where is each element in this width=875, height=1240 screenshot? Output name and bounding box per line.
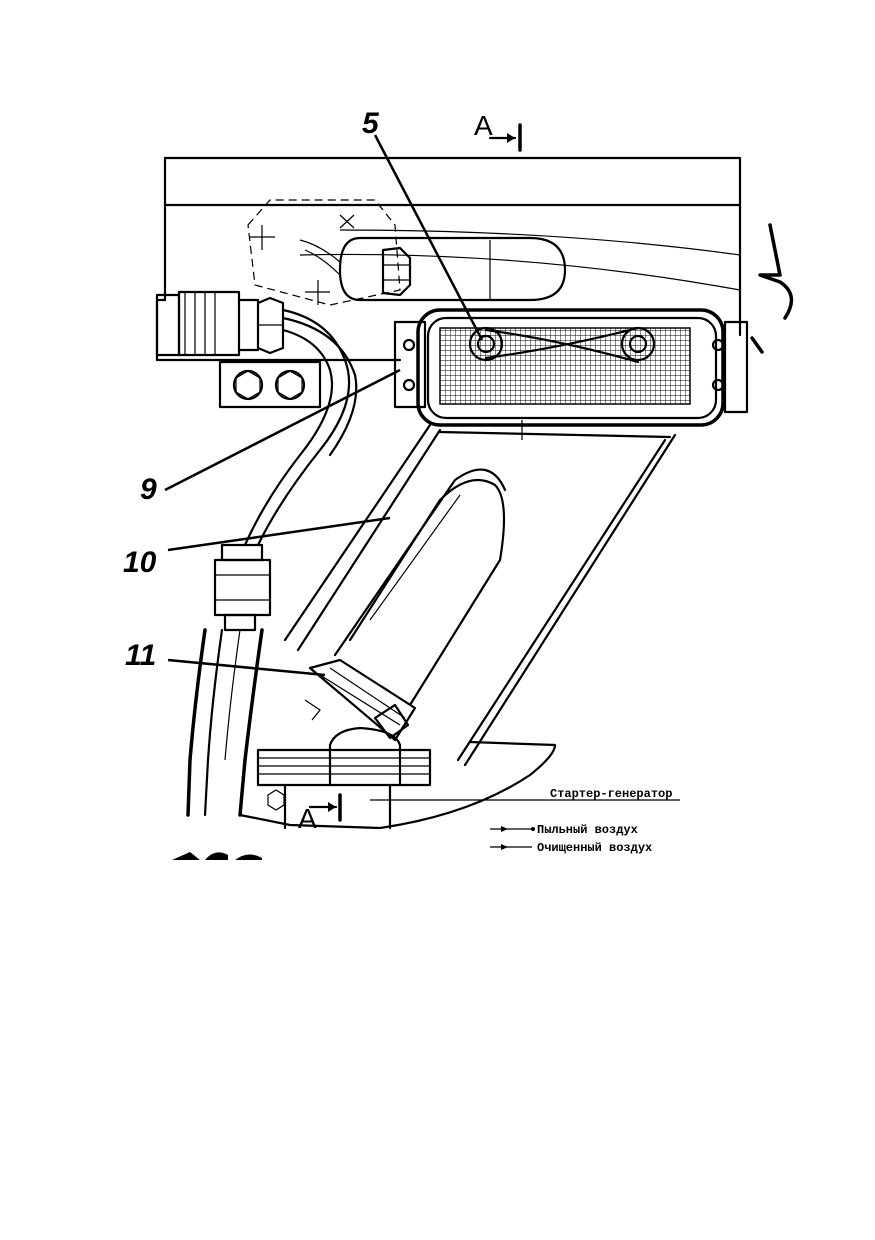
engine-housing: [155, 156, 742, 362]
starter-generator-label: Стартер-генератор: [550, 787, 672, 801]
mounting-bracket: [218, 360, 322, 409]
bottom-stray-marks: [172, 852, 262, 860]
section-mark-top: A: [474, 110, 493, 141]
air-filter: [393, 308, 749, 427]
callout-5: 5: [362, 107, 380, 140]
callout-10: 10: [123, 546, 157, 579]
leader-lines: [164, 134, 680, 801]
section-mark-bottom: A: [298, 803, 317, 834]
legend-clean-air: Очищенный воздух: [537, 841, 652, 855]
edge-marks: [750, 223, 794, 354]
legend-dusty-air: Пыльный воздух: [537, 823, 638, 837]
left-fitting: [155, 290, 285, 357]
intake-duct: [283, 420, 677, 767]
phantom-outline: [247, 199, 401, 306]
section-mark-arrows: [308, 123, 522, 822]
starter-generator-flange: [238, 726, 557, 830]
cylinder-unit: [299, 236, 567, 302]
callout-9: 9: [140, 473, 157, 506]
callout-11: 11: [125, 639, 156, 672]
airflow-legend: Пыльный воздух Очищенный воздух: [490, 823, 652, 855]
hose: [186, 308, 358, 817]
